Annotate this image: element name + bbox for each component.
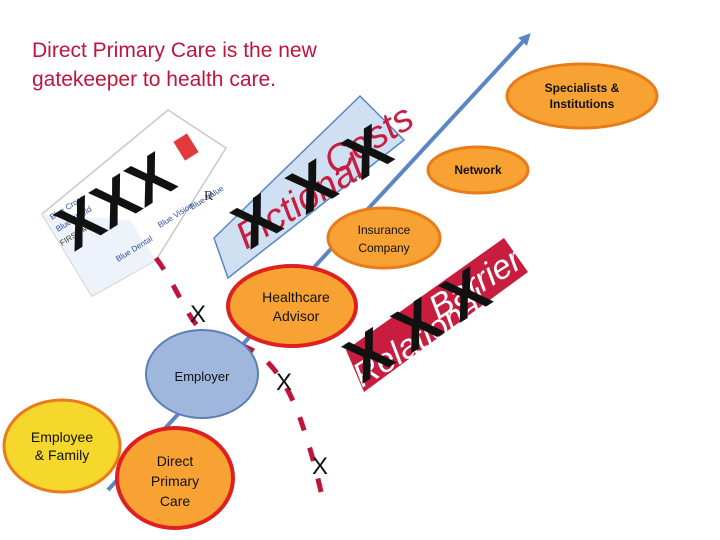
insurance-line-1: Insurance bbox=[358, 223, 411, 237]
card-line-7: R bbox=[204, 189, 214, 204]
node-dpc bbox=[115, 426, 235, 530]
node-specialists bbox=[505, 62, 659, 130]
node-network bbox=[426, 145, 530, 195]
dpc-line-3: Care bbox=[160, 493, 191, 509]
title-line-2: gatekeeper to health care. bbox=[32, 68, 277, 91]
node-advisor bbox=[226, 264, 358, 348]
title-line-1: Direct Primary Care is the new bbox=[32, 39, 317, 62]
advisor-line-1: Healthcare bbox=[262, 289, 330, 305]
specialists-line-2: Institutions bbox=[550, 97, 615, 111]
employer-label: Employer bbox=[175, 369, 231, 384]
dpc-line-1: Direct bbox=[157, 453, 194, 469]
cross-mark-bottom: X bbox=[312, 453, 328, 480]
specialists-line-1: Specialists & bbox=[545, 81, 620, 95]
cross-mark-employer: X bbox=[276, 369, 292, 396]
cross-mark-advisor: X bbox=[190, 301, 206, 328]
ribbon-bottom-crossmarks: XXX bbox=[333, 255, 502, 396]
dpc-line-2: Primary bbox=[151, 473, 199, 489]
employee-line-2: & Family bbox=[35, 447, 89, 463]
insurance-line-2: Company bbox=[358, 241, 409, 255]
upper-band bbox=[213, 94, 406, 280]
care-path bbox=[153, 256, 325, 497]
node-insurance bbox=[326, 206, 442, 270]
lower-band bbox=[346, 238, 528, 392]
node-employer bbox=[145, 329, 259, 419]
advisor-line-2: Advisor bbox=[273, 308, 320, 324]
network-label: Network bbox=[454, 163, 502, 177]
node-employee bbox=[2, 398, 122, 494]
employee-line-1: Employee bbox=[31, 429, 93, 445]
page-title: Direct Primary Care is the new gatekeepe… bbox=[32, 36, 412, 94]
